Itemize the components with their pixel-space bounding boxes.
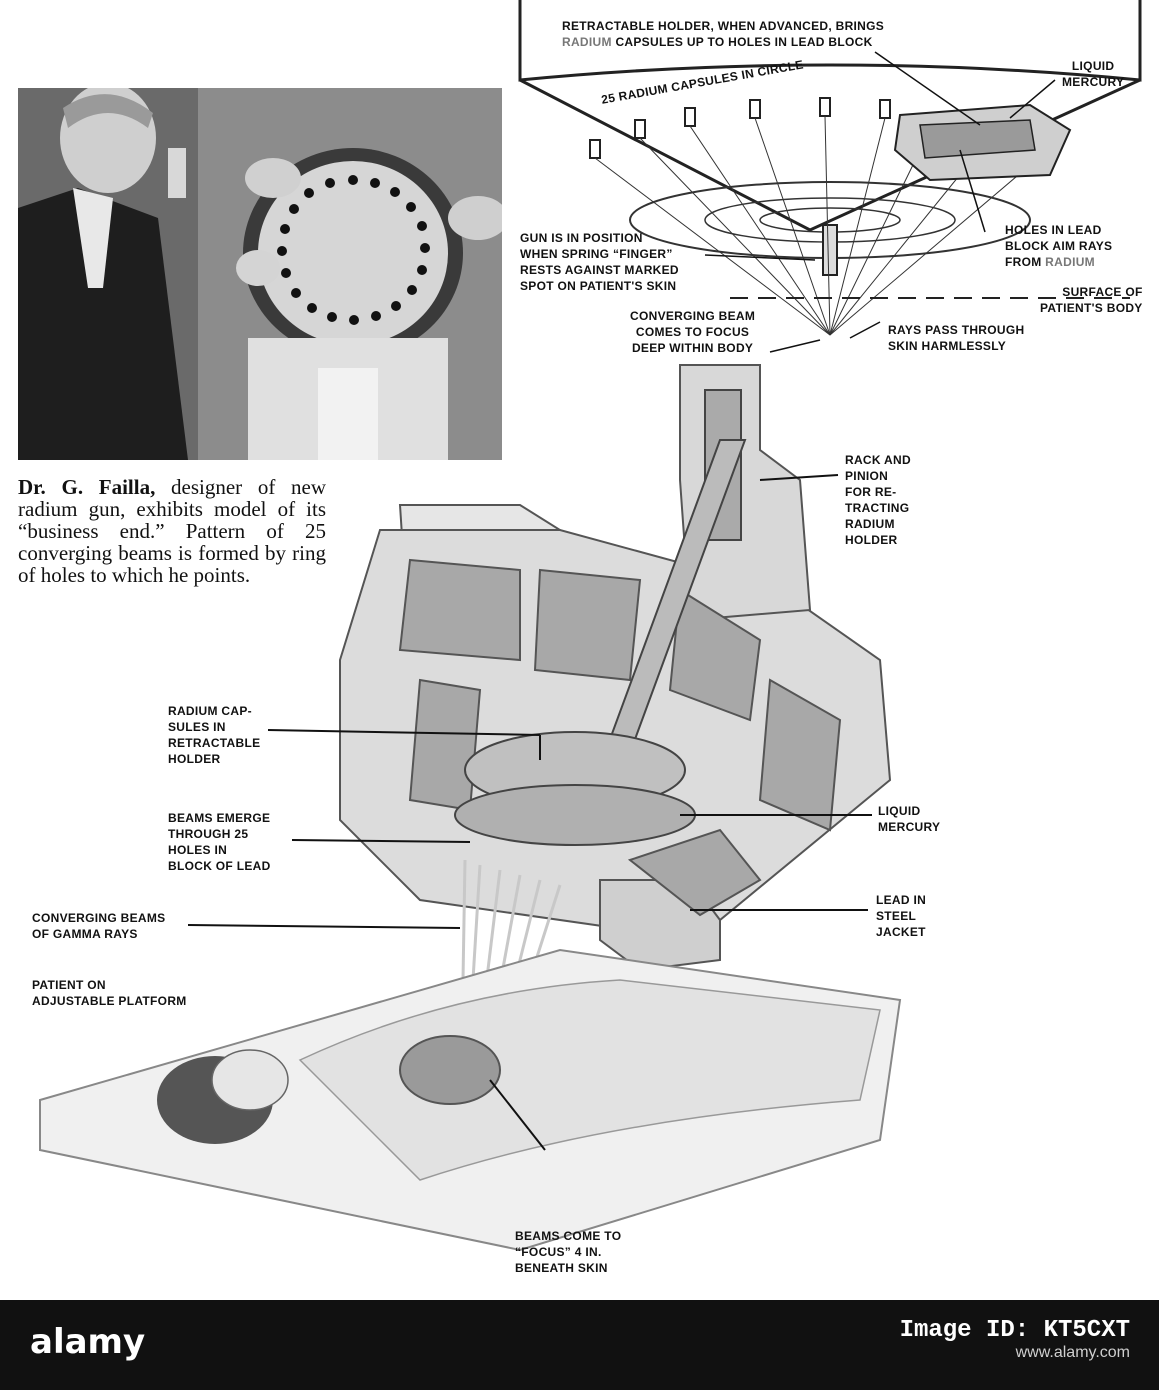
image-id: Image ID: KT5CXT xyxy=(899,1317,1130,1344)
caption-name: Dr. G. Failla, xyxy=(18,475,156,499)
photo-illustration xyxy=(18,88,502,460)
top-schematic-diagram xyxy=(518,0,1142,353)
brand-url: www.alamy.com xyxy=(1015,1344,1130,1361)
label-retractable-holder: RETRACTABLE HOLDER, WHEN ADVANCED, BRING… xyxy=(562,19,885,49)
label-radium-capsules-holder: RADIUM CAP- SULES IN RETRACTABLE HOLDER xyxy=(168,704,261,766)
label-beams-focus: BEAMS COME TO “FOCUS” 4 IN. BENEATH SKIN xyxy=(515,1229,622,1275)
label-liquid-mercury-cutaway: LIQUID MERCURY xyxy=(878,804,941,834)
label-holes-in-lead: HOLES IN LEAD BLOCK AIM RAYS FROM RADIUM xyxy=(1005,223,1113,269)
label-patient-platform: PATIENT ON ADJUSTABLE PLATFORM xyxy=(32,978,187,1008)
label-gun-in-position: GUN IS IN POSITION WHEN SPRING “FINGER” … xyxy=(520,231,679,293)
label-surface-of-body: SURFACE OF PATIENT'S BODY xyxy=(1040,285,1143,315)
label-lead-in-steel-jacket: LEAD IN STEEL JACKET xyxy=(876,893,927,939)
label-liquid-mercury-top: LIQUID MERCURY xyxy=(1062,59,1125,89)
photo-dr-failla xyxy=(18,88,502,460)
label-beams-emerge: BEAMS EMERGE THROUGH 25 HOLES IN BLOCK O… xyxy=(168,811,271,873)
label-converging-gamma-rays: CONVERGING BEAMS OF GAMMA RAYS xyxy=(32,911,166,941)
photo-caption: Dr. G. Failla, designer of new radium gu… xyxy=(18,476,326,586)
brand-logo: alamy xyxy=(30,1322,146,1362)
label-converging-beam: CONVERGING BEAM COMES TO FOCUS DEEP WITH… xyxy=(630,309,756,355)
label-rays-pass-through: RAYS PASS THROUGH SKIN HARMLESSLY xyxy=(888,323,1025,353)
caption-text: designer of new radium gun, exhibits mod… xyxy=(18,475,327,587)
label-rack-and-pinion: RACK AND PINION FOR RE- TRACTING RADIUM … xyxy=(845,453,911,547)
image-info: Image ID: KT5CXT www.alamy.com xyxy=(700,1317,1130,1364)
cutaway-illustration xyxy=(39,364,902,1252)
watermark-footer-bar xyxy=(0,1300,1159,1390)
